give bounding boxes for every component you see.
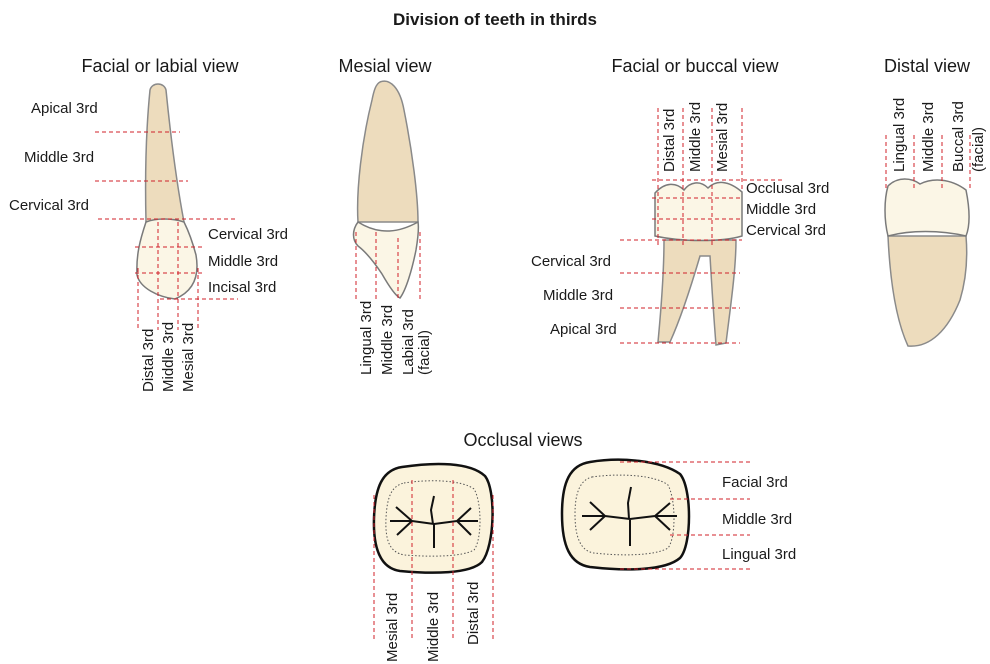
heading-mesial-view: Mesial view (338, 56, 432, 76)
label-middle-3rd: Middle 3rd (687, 102, 704, 172)
label-facial-paren: (facial) (416, 330, 433, 375)
tooth-facial-buccal-view (655, 182, 742, 345)
label-apical-3rd: Apical 3rd (31, 100, 98, 117)
occlusal-view-left (374, 464, 493, 573)
molar-roots (658, 240, 736, 345)
label-middle-3rd: Middle 3rd (425, 592, 442, 662)
label-cervical-3rd: Cervical 3rd (746, 222, 826, 239)
label-distal-3rd: Distal 3rd (465, 582, 482, 645)
label-apical-3rd: Apical 3rd (550, 321, 617, 338)
label-incisal-3rd: Incisal 3rd (208, 279, 276, 296)
label-occlusal-3rd: Occlusal 3rd (746, 180, 829, 197)
label-distal-3rd: Distal 3rd (661, 109, 678, 172)
label-middle-3rd: Middle 3rd (920, 102, 937, 172)
molar-root-distal (888, 236, 967, 346)
tooth-mesial-view (354, 81, 419, 298)
label-middle-3rd: Middle 3rd (208, 253, 278, 270)
incisor-root-mesial (358, 81, 418, 222)
label-middle-3rd: Middle 3rd (379, 305, 396, 375)
heading-occlusal-views: Occlusal views (463, 430, 582, 450)
heading-facial-labial-view: Facial or labial view (81, 56, 239, 76)
label-facial-paren: (facial) (970, 127, 987, 172)
incisor-crown-mesial (354, 222, 419, 298)
incisor-crown (137, 219, 197, 299)
label-cervical-3rd: Cervical 3rd (9, 197, 89, 214)
label-middle-3rd: Middle 3rd (543, 287, 613, 304)
label-mesial-3rd: Mesial 3rd (714, 103, 731, 172)
label-middle-3rd: Middle 3rd (722, 511, 792, 528)
label-mesial-3rd: Mesial 3rd (180, 323, 197, 392)
distal-labels: Lingual 3rd Middle 3rd Buccal 3rd (facia… (891, 98, 987, 172)
label-lingual-3rd: Lingual 3rd (358, 301, 375, 375)
heading-distal-view: Distal view (884, 56, 971, 76)
molar-crown (655, 182, 742, 240)
heading-facial-buccal-view: Facial or buccal view (611, 56, 779, 76)
label-middle-3rd: Middle 3rd (24, 149, 94, 166)
tooth-facial-labial-view (137, 84, 197, 299)
occlusal-view-right (562, 460, 689, 570)
label-middle-3rd: Middle 3rd (160, 322, 177, 392)
label-lingual-3rd: Lingual 3rd (722, 546, 796, 563)
label-labial-3rd: Labial 3rd (400, 309, 417, 375)
label-buccal-3rd: Buccal 3rd (950, 101, 967, 172)
label-cervical-3rd: Cervical 3rd (531, 253, 611, 270)
mesial-labels: Lingual 3rd Middle 3rd Labial 3rd (facia… (358, 301, 433, 375)
label-cervical-3rd: Cervical 3rd (208, 226, 288, 243)
occlusal-outline-right (562, 460, 689, 570)
label-middle-3rd: Middle 3rd (746, 201, 816, 218)
diagram-title: Division of teeth in thirds (393, 10, 597, 29)
label-mesial-3rd: Mesial 3rd (384, 593, 401, 662)
tooth-distal-view (885, 179, 969, 346)
label-distal-3rd: Distal 3rd (140, 329, 157, 392)
label-facial-3rd: Facial 3rd (722, 474, 788, 491)
incisor-root (146, 84, 184, 222)
molar-crown-distal (885, 179, 969, 236)
label-lingual-3rd: Lingual 3rd (891, 98, 908, 172)
